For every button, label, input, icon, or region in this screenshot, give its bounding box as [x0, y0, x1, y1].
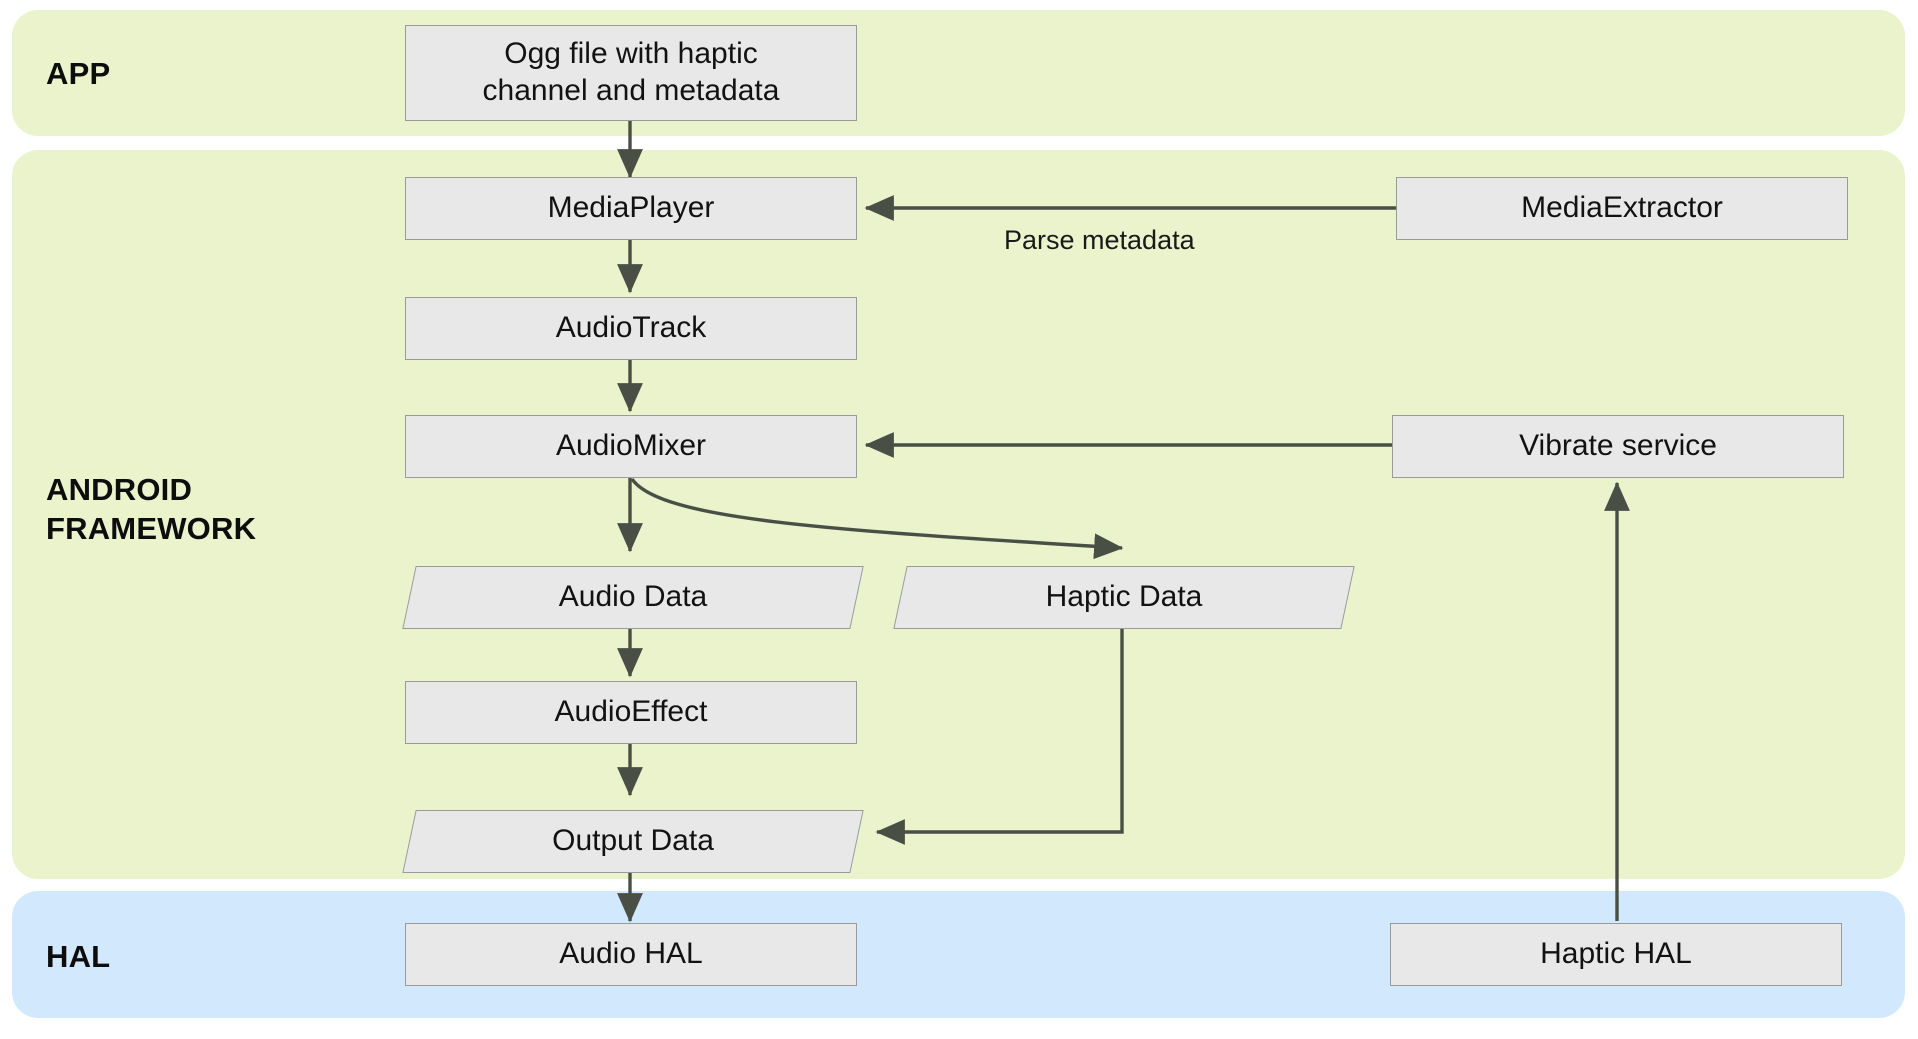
node-label-vibrate-service: Vibrate service — [1519, 429, 1717, 463]
band-app — [12, 10, 1905, 136]
node-haptic-data[interactable]: Haptic Data — [893, 566, 1355, 629]
node-label-haptic-hal: Haptic HAL — [1540, 937, 1692, 971]
node-label-haptic-data: Haptic Data — [1045, 580, 1203, 614]
band-label-hal: HAL — [46, 939, 111, 974]
band-label-android-framework: ANDROID FRAMEWORK — [46, 472, 257, 547]
node-label-audiotrack: AudioTrack — [555, 311, 707, 345]
node-audio-data[interactable]: Audio Data — [402, 566, 864, 629]
node-label-ogg-file: Ogg file with haptic channel and metadat… — [482, 37, 780, 107]
node-vibrate-service[interactable]: Vibrate service — [1392, 415, 1844, 478]
node-mediaplayer[interactable]: MediaPlayer — [405, 177, 857, 240]
node-label-mediaplayer: MediaPlayer — [547, 191, 715, 225]
node-label-audio-hal: Audio HAL — [559, 937, 703, 971]
node-label-audiomixer: AudioMixer — [555, 429, 707, 463]
node-label-output-data: Output Data — [552, 824, 714, 858]
node-label-audio-data: Audio Data — [558, 580, 708, 614]
band-label-app: APP — [46, 56, 111, 91]
node-ogg-file[interactable]: Ogg file with haptic channel and metadat… — [405, 25, 857, 121]
node-audioeffect[interactable]: AudioEffect — [405, 681, 857, 744]
node-label-mediaextractor: MediaExtractor — [1521, 191, 1723, 225]
edge-label-parse-metadata: Parse metadata — [1004, 225, 1195, 255]
node-haptic-hal[interactable]: Haptic HAL — [1390, 923, 1842, 986]
node-audio-hal[interactable]: Audio HAL — [405, 923, 857, 986]
node-mediaextractor[interactable]: MediaExtractor — [1396, 177, 1848, 240]
node-label-audioeffect: AudioEffect — [554, 695, 708, 729]
band-android-framework — [12, 150, 1905, 879]
node-audiomixer[interactable]: AudioMixer — [405, 415, 857, 478]
node-output-data[interactable]: Output Data — [402, 810, 864, 873]
node-audiotrack[interactable]: AudioTrack — [405, 297, 857, 360]
